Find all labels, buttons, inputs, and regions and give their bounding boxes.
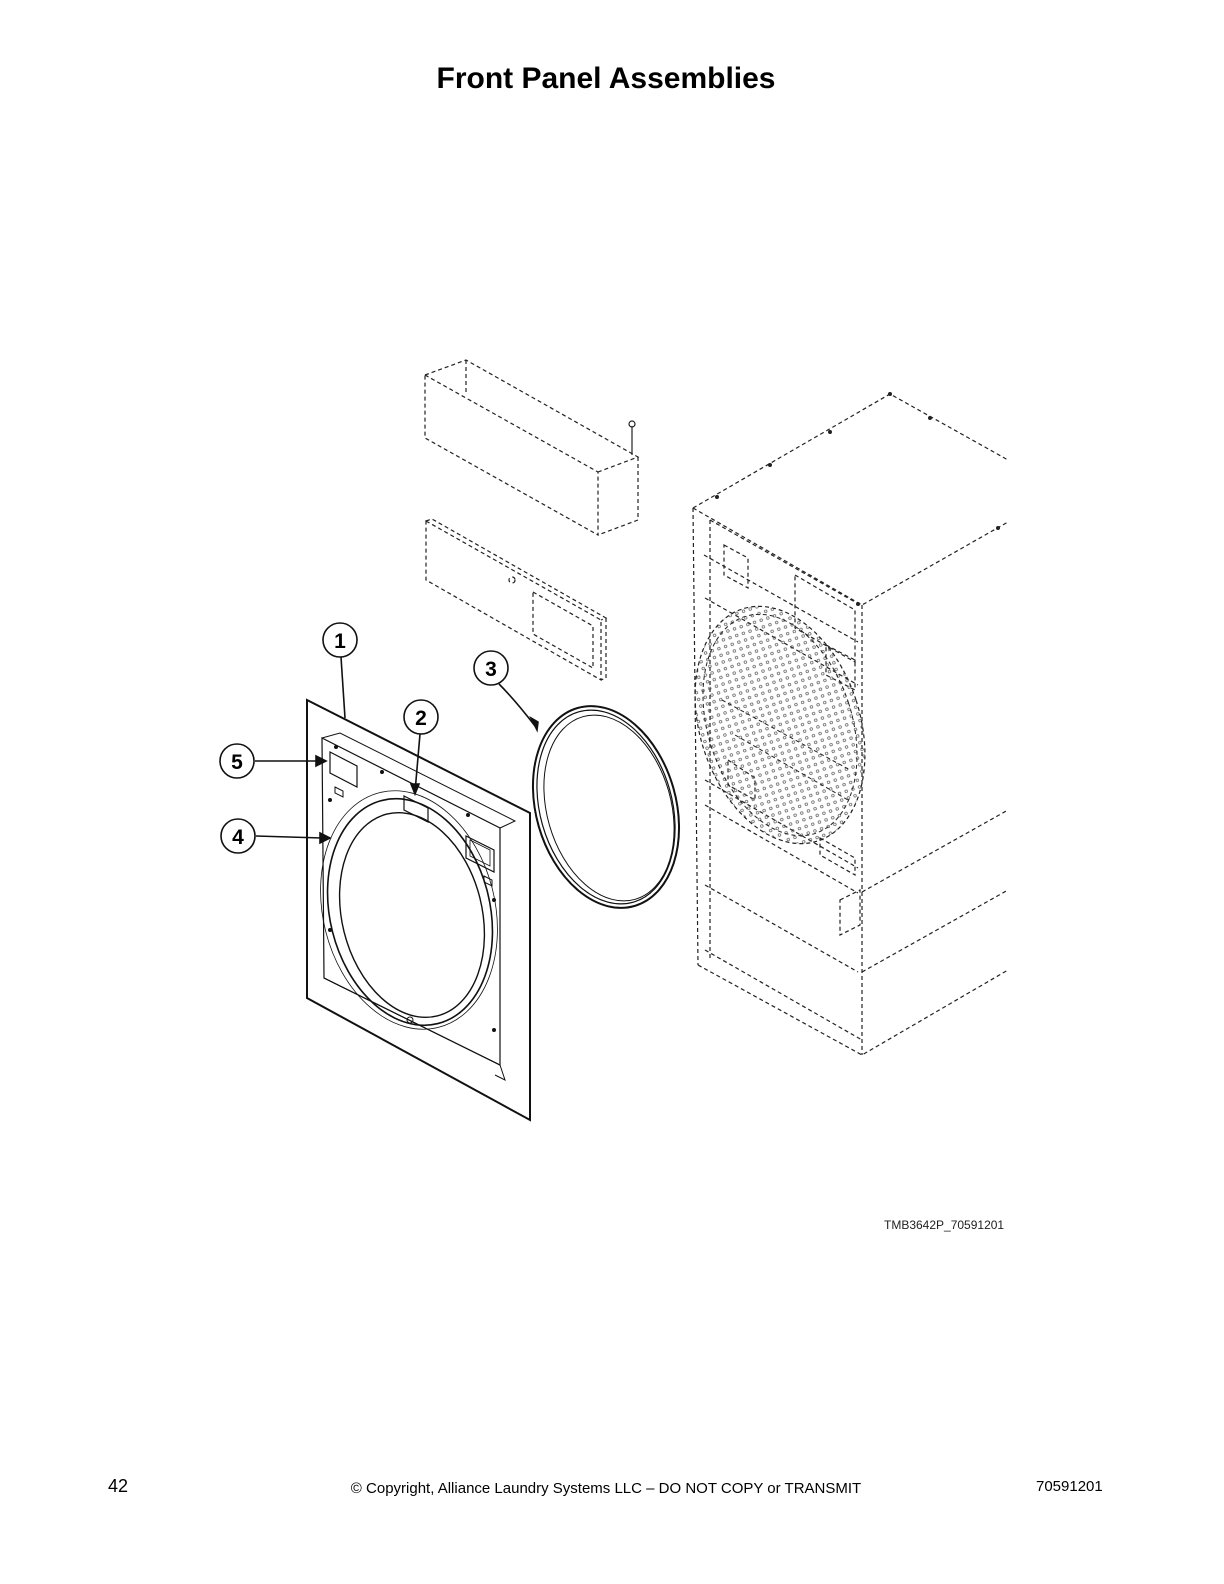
callout-5-label: 5 [231, 751, 243, 774]
figure-code: TMB3642P_70591201 [884, 1218, 1005, 1232]
document-number: 70591201 [1036, 1478, 1103, 1495]
callout-3: 3 [473, 650, 509, 686]
door-gasket [531, 705, 681, 909]
callout-2: 2 [403, 699, 439, 735]
control-panel [425, 518, 608, 682]
page-number: 42 [108, 1476, 129, 1496]
cabinet-fasteners [715, 392, 1000, 606]
callout-4-label: 4 [232, 826, 244, 849]
dryer-drum [694, 605, 866, 845]
copyright-notice: © Copyright, Alliance Laundry Systems LL… [350, 1480, 862, 1497]
callout-3-label: 3 [485, 658, 497, 681]
callout-leaders [255, 656, 539, 845]
callout-1: 1 [322, 622, 358, 658]
callout-1-label: 1 [334, 630, 346, 653]
upper-trim-panel [424, 359, 640, 537]
callout-2-label: 2 [415, 707, 427, 730]
callout-5: 5 [219, 743, 255, 779]
page-title: Front Panel Assemblies [436, 62, 776, 95]
callout-4: 4 [220, 818, 256, 854]
front-panel [306, 698, 531, 1122]
